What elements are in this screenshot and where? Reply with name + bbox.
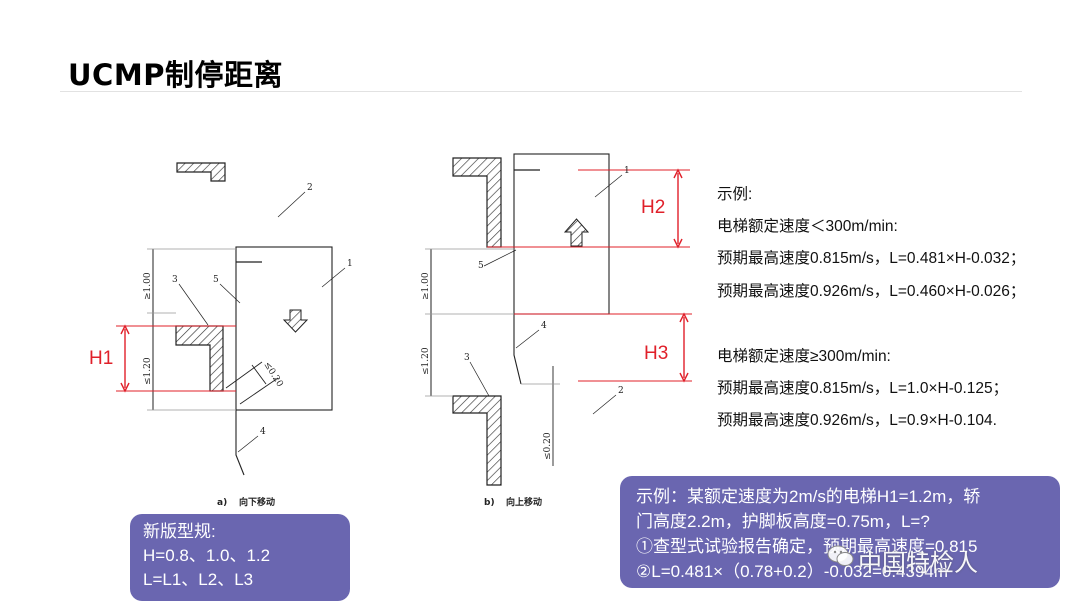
example-group2-line1: 预期最高速度0.815m/s，L=1.0×H-0.125； xyxy=(717,380,1009,397)
h1-label: H1 xyxy=(89,348,114,369)
figure-a-letter: a) xyxy=(217,498,227,508)
example-calc-box: 示例：某额定速度为2m/s的电梯H1=1.2m，轿 门高度2.2m，护脚板高度=… xyxy=(620,476,1060,588)
car-body-a xyxy=(235,246,333,411)
example-group2-line2: 预期最高速度0.926m/s，L=0.9×H-0.104. xyxy=(717,412,997,429)
landing-sill-b-upper xyxy=(452,157,502,248)
new-spec-box: 新版型规: H=0.8、1.0、1.2 L=L1、L2、L3 xyxy=(130,514,350,601)
wechat-icon xyxy=(827,545,854,566)
example-calc-line4: ②L=0.481×（0.78+0.2）-0.032=0.4394m xyxy=(636,562,949,581)
example-group1-line2: 预期最高速度0.926m/s，L=0.460×H-0.026； xyxy=(717,283,1026,300)
callout-a-3: 3 xyxy=(172,275,178,285)
dim-a-bottom: ≤1.20 xyxy=(143,357,153,385)
figure-b-letter: b) xyxy=(484,498,495,508)
new-spec-title: 新版型规: xyxy=(143,522,216,541)
callout-a-2: 2 xyxy=(307,183,313,193)
h3-label: H3 xyxy=(644,343,669,364)
example-group2-title: 电梯额定速度≥300m/min: xyxy=(717,348,891,365)
example-calc-line2: 门高度2.2m，护脚板高度=0.75m，L=? xyxy=(636,512,930,531)
example-calc-line1: 示例：某额定速度为2m/s的电梯H1=1.2m，轿 xyxy=(636,487,981,506)
dim-b-lower: ≤0.20 xyxy=(543,432,553,460)
figure-a: ≥1.00 ≤1.20 ≤0.20 2 1 3 5 4 a) 向下移动 xyxy=(116,162,353,508)
landing-sill-upper xyxy=(176,162,226,182)
callout-b-1: 1 xyxy=(624,166,630,176)
callout-a-4: 4 xyxy=(260,427,266,437)
figure-b: ≥1.00 ≤1.20 ≤0.20 1 5 4 3 2 b) 向上移动 xyxy=(421,153,692,508)
callout-a-1: 1 xyxy=(347,259,353,269)
up-arrow-icon xyxy=(563,218,590,247)
dim-b-bottom: ≤1.20 xyxy=(421,347,431,375)
dim-a-top: ≥1.00 xyxy=(143,272,153,300)
example-calc-line3: ①查型式试验报告确定，预期最高速度=0.815 xyxy=(636,537,978,556)
dim-a-angled: ≤0.20 xyxy=(261,360,284,389)
landing-sill-b-lower xyxy=(452,395,502,486)
callout-a-5: 5 xyxy=(213,275,219,285)
car-body-b xyxy=(513,153,610,315)
callout-b-2: 2 xyxy=(618,386,624,396)
example-heading: 示例: xyxy=(717,186,753,203)
landing-sill-a xyxy=(175,325,224,392)
figure-a-caption: 向下移动 xyxy=(239,496,275,508)
example-group1-line1: 预期最高速度0.815m/s，L=0.481×H-0.032； xyxy=(717,250,1026,267)
callout-b-5: 5 xyxy=(478,261,484,271)
new-spec-line2: L=L1、L2、L3 xyxy=(143,570,254,589)
callout-b-3: 3 xyxy=(464,353,470,363)
h2-label: H2 xyxy=(641,197,666,218)
watermark-text: 中国特检人 xyxy=(858,550,978,577)
dim-b-top: ≥1.00 xyxy=(421,272,431,300)
example-group1-title: 电梯额定速度＜300m/min: xyxy=(717,218,898,235)
title-divider xyxy=(60,91,1022,92)
page-title: UCMP制停距离 xyxy=(68,58,283,92)
down-arrow-icon xyxy=(282,309,309,333)
new-spec-line1: H=0.8、1.0、1.2 xyxy=(143,546,271,565)
figure-b-caption: 向上移动 xyxy=(506,496,542,508)
callout-b-4: 4 xyxy=(541,321,547,331)
